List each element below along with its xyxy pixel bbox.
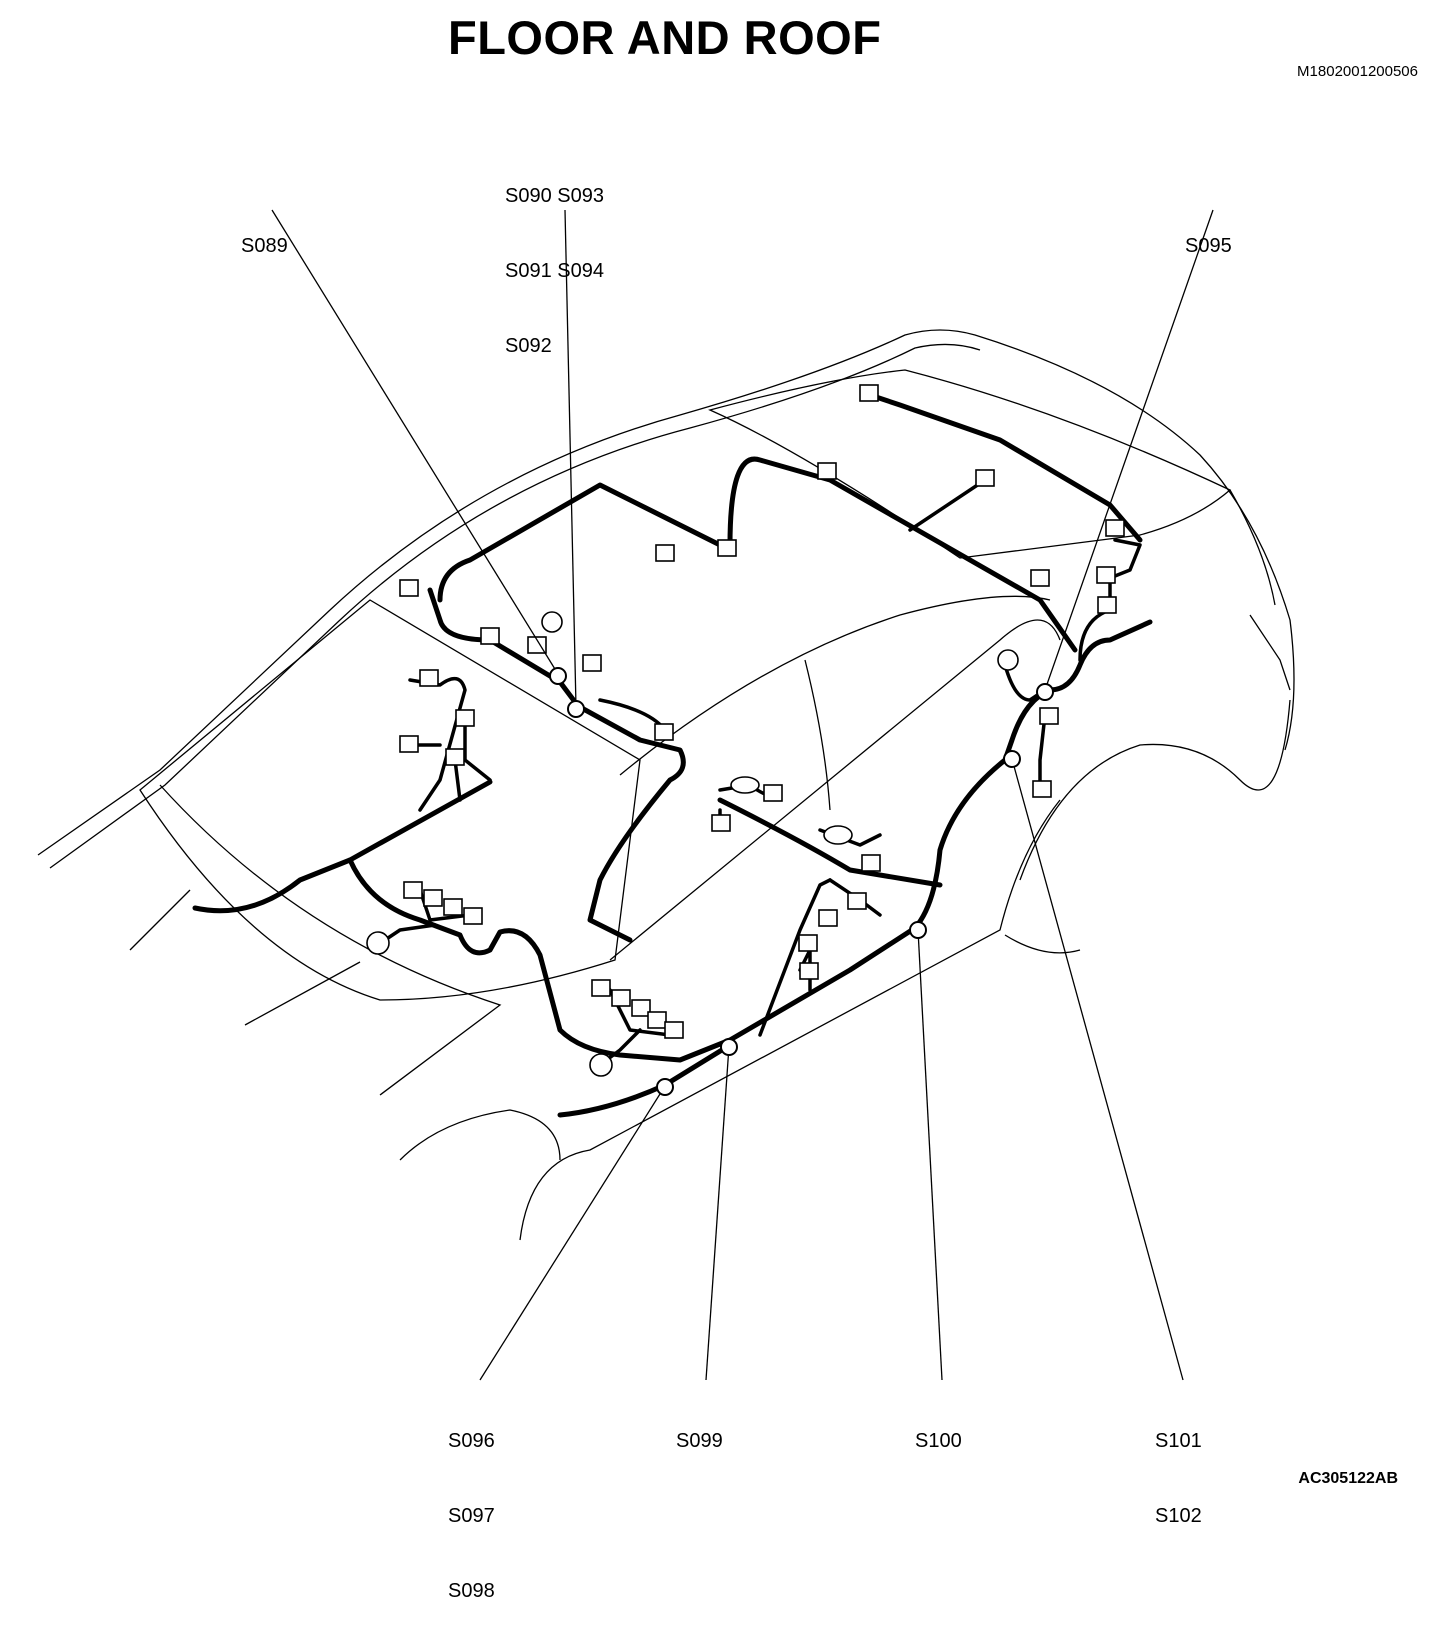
- wiring-diagram: [37, 209, 1295, 1381]
- connector: [480, 627, 500, 645]
- label-s100: S100: [915, 1379, 962, 1479]
- document-id: M1802001200506: [1297, 63, 1418, 80]
- splice-s099: [720, 1038, 738, 1056]
- splice-s089: [549, 667, 567, 685]
- connector: [1097, 596, 1117, 614]
- ground-terminal: [366, 931, 390, 955]
- connector: [582, 654, 602, 672]
- ground-terminal: [589, 1053, 613, 1077]
- label-s101: S101: [1155, 1430, 1202, 1452]
- connector: [859, 384, 879, 402]
- connector: [611, 989, 631, 1007]
- connector: [654, 723, 674, 741]
- connector: [455, 709, 475, 727]
- leader-s090-group: [564, 209, 577, 708]
- connector: [799, 962, 819, 980]
- splice-s100: [909, 921, 927, 939]
- leader-s096-group: [479, 1085, 666, 1381]
- connector: [631, 999, 651, 1017]
- leader-lines: [271, 209, 1214, 1381]
- connector: [445, 748, 465, 766]
- label-s099: S099: [676, 1379, 723, 1479]
- connector: [730, 776, 760, 794]
- leader-s089: [271, 209, 559, 675]
- connector: [1032, 780, 1052, 798]
- connector: [818, 909, 838, 927]
- splice-s101-group: [1003, 750, 1021, 768]
- label-s097: S097: [448, 1505, 495, 1527]
- connector: [861, 854, 881, 872]
- connector: [1039, 707, 1059, 725]
- splice-s095: [1036, 683, 1054, 701]
- ground-terminal: [541, 611, 563, 633]
- diagram-title: FLOOR AND ROOF: [448, 11, 882, 64]
- label-s098: S098: [448, 1580, 495, 1602]
- connector: [423, 889, 443, 907]
- label-s091-s094: S091 S094: [505, 260, 604, 282]
- connector: [463, 907, 483, 925]
- leader-s101-group: [1011, 758, 1184, 1381]
- car-body-outline: [37, 329, 1295, 1241]
- connector: [763, 784, 783, 802]
- connector: [1030, 569, 1050, 587]
- splice-s096-group: [656, 1078, 674, 1096]
- splice-points: [549, 667, 1054, 1096]
- connector: [975, 469, 995, 487]
- connectors: [366, 384, 1125, 1077]
- leader-s100: [917, 929, 943, 1381]
- label-s099-line: S099: [676, 1430, 723, 1452]
- label-s096: S096: [448, 1430, 495, 1452]
- splice-s090-group: [567, 700, 585, 718]
- connector: [443, 898, 463, 916]
- connector: [798, 934, 818, 952]
- label-s089: S089: [241, 184, 288, 284]
- label-s095: S095: [1185, 184, 1232, 284]
- connector: [1096, 566, 1116, 584]
- connector: [399, 735, 419, 753]
- connector: [817, 462, 837, 480]
- connector: [591, 979, 611, 997]
- connector: [399, 579, 419, 597]
- leader-s095: [1044, 209, 1214, 691]
- connector: [711, 814, 731, 832]
- label-s090-group: S090 S093 S091 S094 S092: [505, 134, 604, 384]
- label-s090-s093: S090 S093: [505, 185, 604, 207]
- connector: [655, 544, 675, 562]
- figure-id: AC305122AB: [1298, 1470, 1398, 1487]
- connector: [847, 892, 867, 910]
- connector: [1105, 519, 1125, 537]
- label-s100-line: S100: [915, 1430, 962, 1452]
- label-s102: S102: [1155, 1505, 1202, 1527]
- connector: [647, 1011, 667, 1029]
- connector: [403, 881, 423, 899]
- connector: [419, 669, 439, 687]
- connector: [717, 539, 737, 557]
- leader-s099: [705, 1045, 730, 1381]
- label-s101-group: S101 S102: [1155, 1379, 1202, 1554]
- connector: [664, 1021, 684, 1039]
- connector: [527, 636, 547, 654]
- connector: [823, 825, 853, 845]
- label-s089-line: S089: [241, 235, 288, 257]
- label-s092: S092: [505, 335, 552, 357]
- label-s095-line: S095: [1185, 235, 1232, 257]
- ground-terminal: [997, 649, 1019, 671]
